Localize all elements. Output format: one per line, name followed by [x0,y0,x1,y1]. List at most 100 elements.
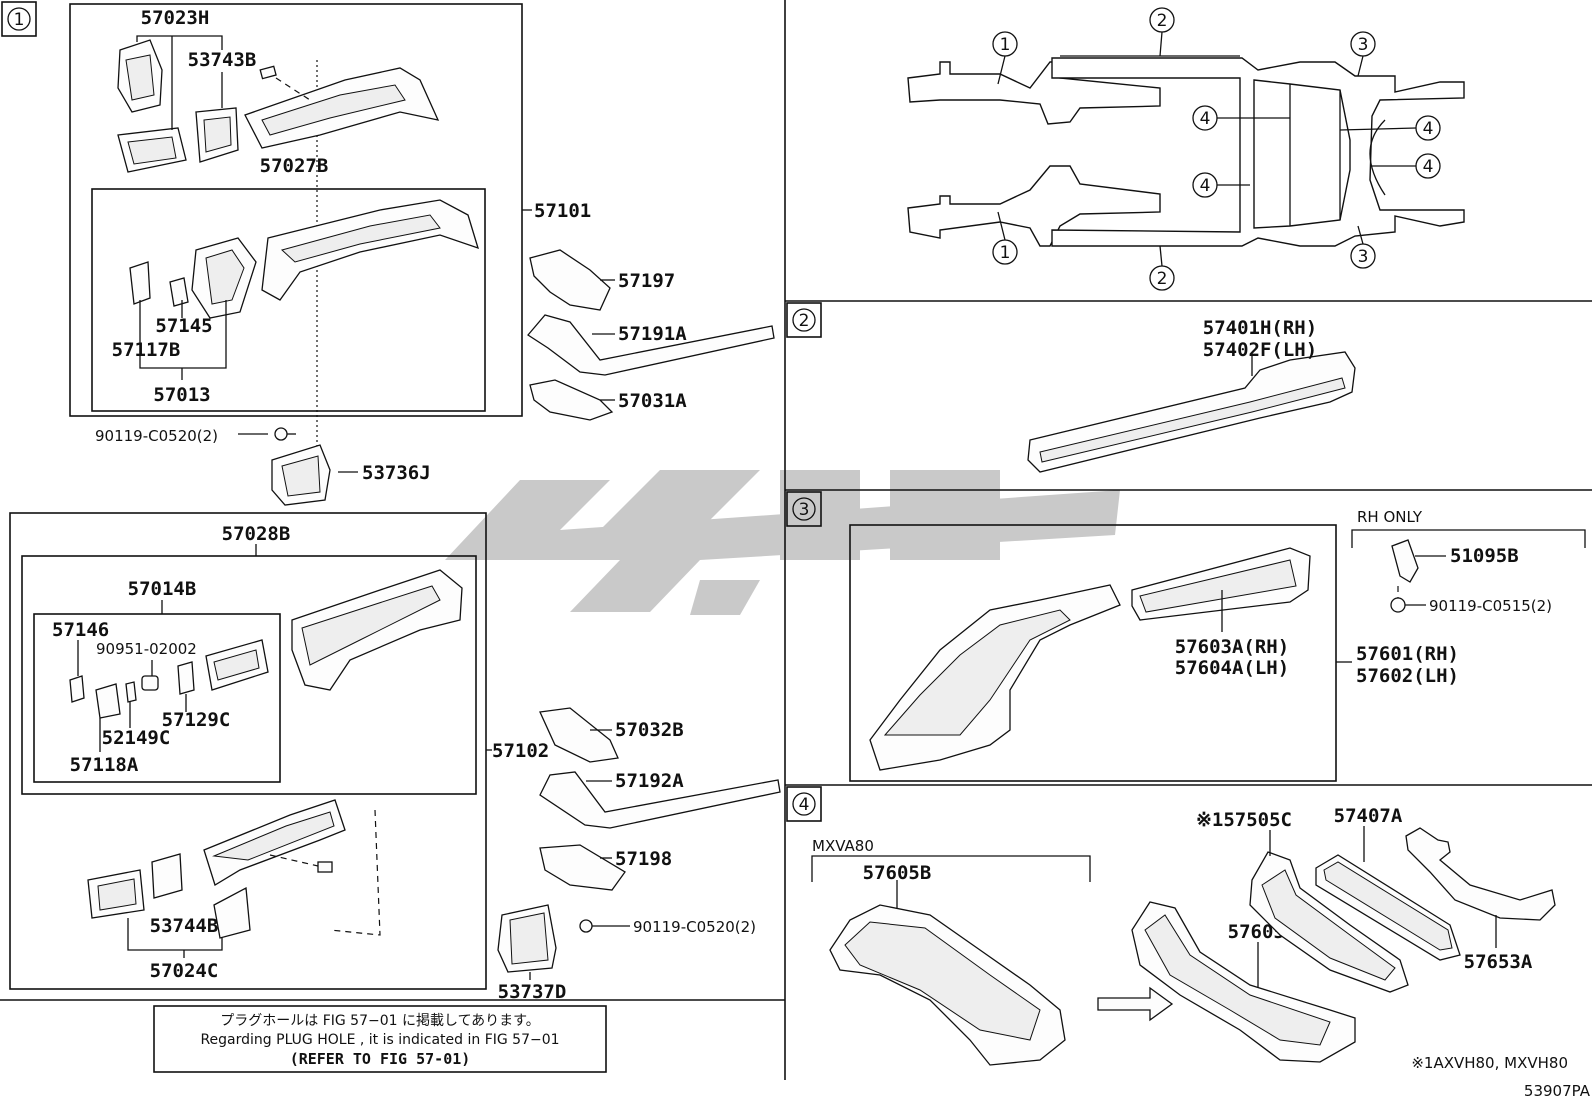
svg-text:3: 3 [1358,35,1369,55]
label-57014B: 57014B [128,578,197,600]
label-90119-C0520-b: 90119-C0520(2) [633,918,756,936]
label-57198: 57198 [615,848,672,870]
part-bracket-b-drawing [205,639,269,691]
overview-callouts: 1 2 3 4 4 4 4 1 2 3 [992,7,1441,291]
svg-text:3: 3 [1358,247,1369,267]
label-53736J: 53736J [362,462,431,484]
label-57032B: 57032B [615,719,684,741]
part-53736J-drawing [271,444,331,506]
part-57031A-drawing [529,379,614,421]
bolt-a-drawing [274,427,296,441]
rh-only-bracket [1351,529,1586,548]
label-rh-only: RH ONLY [1357,508,1423,526]
label-57401H: 57401H(RH) [1203,317,1317,339]
part-53743B-drawing [195,107,239,163]
label-57605B-a: 57605B [863,862,932,884]
label-57604A: 57604A(LH) [1175,657,1289,679]
part-57192A-drawing [539,771,781,829]
part-57146-drawing [69,675,85,703]
part-57117B-drawing [129,261,151,305]
svg-text:4: 4 [1423,119,1434,139]
label-57118A: 57118A [70,754,139,776]
label-57117B: 57117B [112,339,181,361]
part-53737D-drawing [497,904,557,973]
section-marker-2: 2 [786,302,822,338]
part-57023H-drawing [117,39,163,113]
label-52149C: 52149C [102,727,171,749]
direction-arrow [1097,986,1174,1022]
svg-text:4: 4 [1200,176,1211,196]
label-57653A: 57653A [1464,951,1533,973]
label-57101: 57101 [534,200,591,222]
part-57013-bracket-drawing [191,237,257,319]
label-57402F: 57402F(LH) [1203,339,1317,361]
part-57407A-drawing [1315,854,1461,961]
label-57145: 57145 [155,315,212,337]
assembly-box-57013 [91,188,486,412]
part-57197-drawing [529,249,611,311]
part-57191A-drawing [527,314,775,376]
label-57191A: 57191A [618,323,687,345]
svg-text:4: 4 [799,795,810,815]
part-53744B-drawing [151,853,183,899]
part-clip-c-drawing [125,681,137,703]
assembly-box-inner [33,613,281,783]
section-marker-3: 3 [786,491,822,527]
note-line-en: Regarding PLUG HOLE , it is indicated in… [200,1032,559,1048]
part-57145-drawing [169,277,189,307]
part-57401H-rocker-drawing [1027,351,1356,473]
label-57601: 57601(RH) [1356,643,1459,665]
note-line-refer: (REFER TO FIG 57-01) [290,1050,471,1068]
svg-text:1: 1 [1000,35,1011,55]
part-51095B-drawing [1391,539,1419,583]
part-57653A-drawing [1405,827,1556,921]
bolt-b-drawing [579,919,630,933]
assembly-box-57102 [9,512,487,990]
label-57192A: 57192A [615,770,684,792]
label-53743B: 53743B [188,49,257,71]
svg-text:4: 4 [1423,157,1434,177]
label-57027B: 57027B [260,155,329,177]
part-57605B-b-drawing [1131,901,1356,1063]
part-bracket-lower-drawing [117,127,187,173]
part-collar-drawing [141,675,159,691]
svg-text:3: 3 [799,500,810,520]
part-lower-rail-drawing [203,799,346,886]
svg-text:1: 1 [14,10,25,30]
frame-overview-drawing [907,57,1465,247]
part-57129C-drawing [177,661,195,695]
label-57024C: 57024C [150,960,219,982]
label-57023H: 57023H [141,7,210,29]
label-51095B: 51095B [1450,545,1519,567]
footnote: ※1AXVH80, MXVH80 [1411,1054,1568,1072]
svg-text:2: 2 [1157,269,1168,289]
label-57129C: 57129C [162,709,231,731]
watermark-logo [445,470,1120,615]
part-57032B-drawing [539,707,619,763]
label-57031A: 57031A [618,390,687,412]
label-57505C: ※157505C [1196,809,1292,831]
label-57013: 57013 [153,384,210,406]
label-57407A: 57407A [1334,805,1403,827]
mxva80-bracket [811,855,1091,882]
label-53744B: 53744B [150,915,219,937]
figure-code: 53907PA [1524,1082,1591,1099]
label-57603A: 57603A(RH) [1175,636,1289,658]
bolt-c-drawing [1390,597,1426,613]
svg-text:1: 1 [1000,243,1011,263]
plug-hole-note: プラグホールは FIG 57−01 に掲載してあります。 Regarding P… [153,1005,607,1073]
label-90119-C0515: 90119-C0515(2) [1429,597,1552,615]
part-small-clip-b [317,861,333,873]
assembly-box-57601 [849,524,1337,782]
part-small-clip [259,65,277,80]
label-90951-02002: 90951-02002 [96,640,197,658]
label-mxva80: MXVA80 [812,837,874,855]
svg-text:4: 4 [1200,109,1211,129]
section-marker-1: 1 [1,1,37,37]
note-line-jp: プラグホールは FIG 57−01 に掲載してあります。 [220,1013,540,1029]
label-57146: 57146 [52,619,109,641]
label-57102: 57102 [492,740,549,762]
leaders-section-1 [136,35,532,473]
